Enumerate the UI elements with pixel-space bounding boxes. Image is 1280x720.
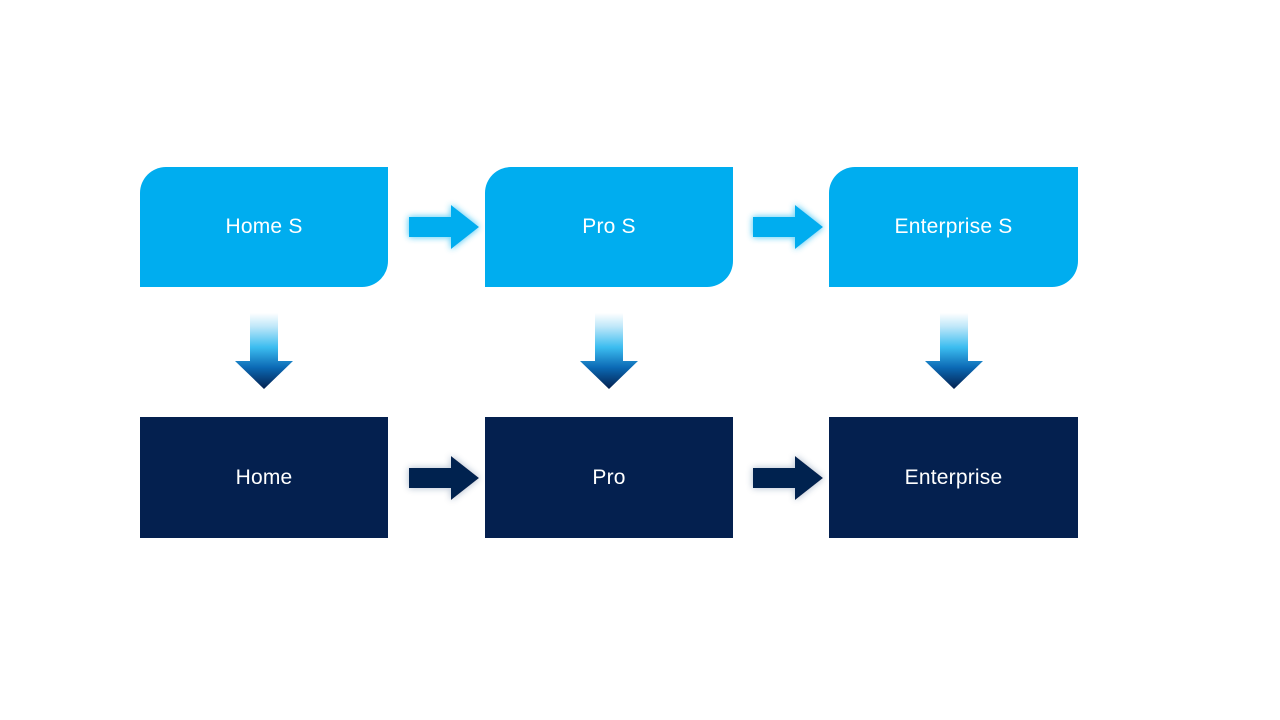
arrow-down-icon <box>925 313 983 389</box>
node-enterprise[interactable]: Enterprise <box>829 417 1078 538</box>
node-enterprise-s[interactable]: Enterprise S <box>829 167 1078 287</box>
node-home-s[interactable]: Home S <box>140 167 388 287</box>
arrow-down-icon <box>580 313 638 389</box>
arrow-right-icon <box>753 456 823 500</box>
node-home[interactable]: Home <box>140 417 388 538</box>
arrow-right-icon <box>753 205 823 249</box>
node-label: Home S <box>225 215 303 239</box>
arrow-right-icon <box>409 205 479 249</box>
arrow-down-icon <box>235 313 293 389</box>
node-label: Home <box>235 465 293 489</box>
node-pro-s[interactable]: Pro S <box>485 167 733 287</box>
node-label: Enterprise S <box>894 215 1013 239</box>
node-label: Pro S <box>582 215 636 239</box>
node-label: Pro <box>592 465 626 489</box>
node-label: Enterprise <box>904 465 1003 489</box>
node-pro[interactable]: Pro <box>485 417 733 538</box>
arrow-right-icon <box>409 456 479 500</box>
